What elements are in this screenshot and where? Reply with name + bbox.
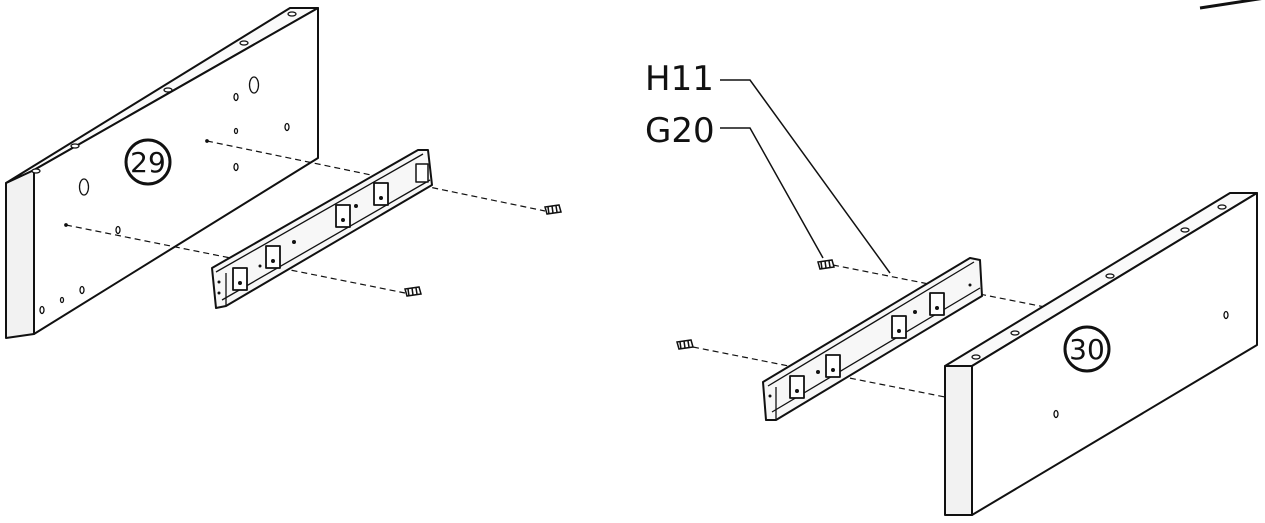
right-screw-top bbox=[817, 259, 835, 270]
left-panel-face bbox=[33, 7, 319, 335]
corner-fragment bbox=[1199, 0, 1262, 10]
left-panel-face-holes bbox=[39, 76, 290, 315]
right-screw-bottom bbox=[676, 339, 694, 350]
part-number-29: 29 bbox=[130, 146, 166, 179]
left-drawer-slide bbox=[211, 149, 433, 309]
right-panel bbox=[944, 192, 1258, 516]
part-number-29-circle bbox=[124, 138, 172, 186]
label-h11: H11 bbox=[645, 59, 714, 99]
right-panel-face bbox=[971, 192, 1258, 516]
part-number-30: 30 bbox=[1069, 333, 1105, 366]
right-drawer-slide bbox=[762, 257, 983, 421]
right-panel-face-holes bbox=[1053, 310, 1229, 419]
left-screw-bottom bbox=[404, 286, 422, 297]
left-screw-top bbox=[544, 204, 562, 215]
leader-lines bbox=[720, 79, 891, 274]
left-panel bbox=[5, 7, 319, 339]
right-panel-edge bbox=[944, 365, 973, 516]
left-panel-edge bbox=[5, 169, 35, 339]
label-g20: G20 bbox=[645, 111, 715, 151]
left-panel-top-holes bbox=[31, 11, 297, 174]
right-panel-top-holes bbox=[971, 204, 1227, 360]
part-number-30-circle bbox=[1063, 325, 1111, 373]
